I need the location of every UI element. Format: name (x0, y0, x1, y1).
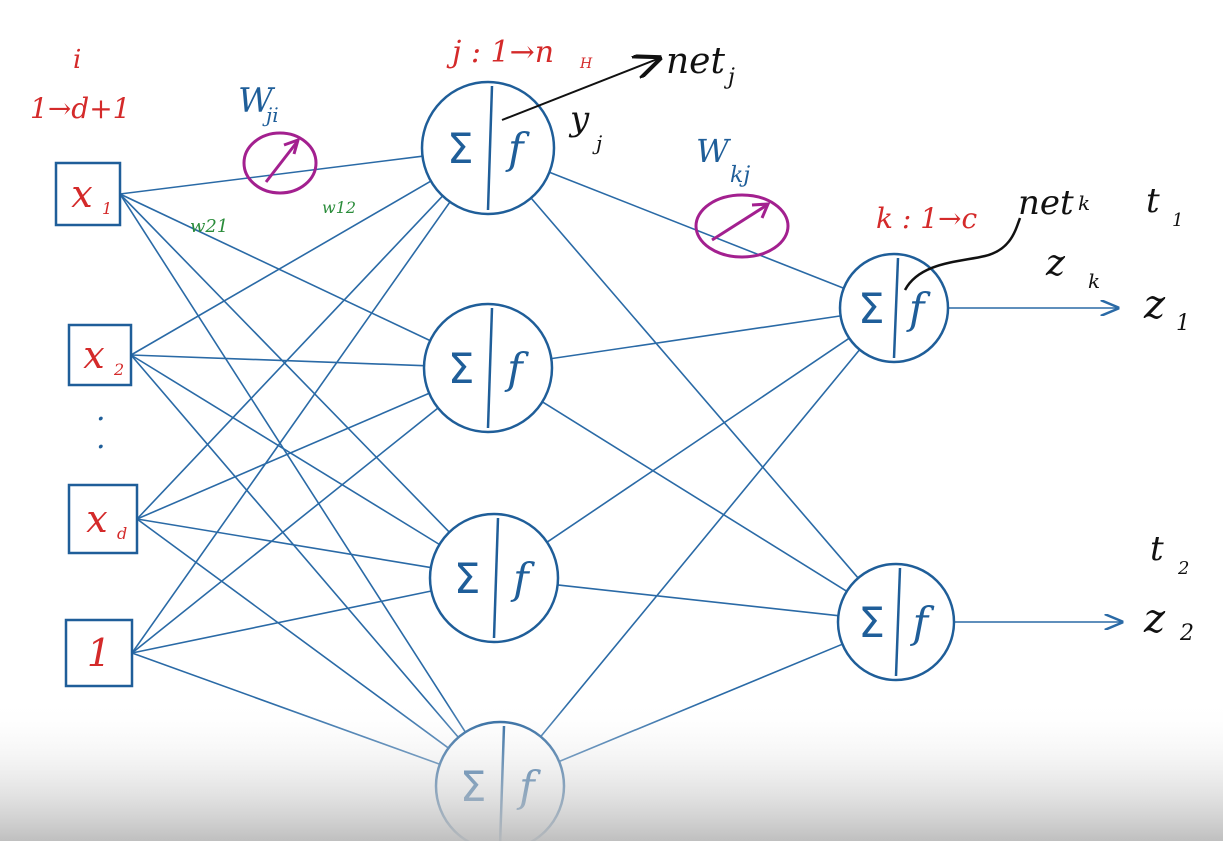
weight-wji-highlight (242, 131, 318, 195)
svg-text:t: t (1146, 181, 1160, 221)
edge-input-4-hidden-1 (131, 201, 451, 654)
svg-text:z: z (1143, 282, 1166, 328)
output-index-range: k : 1→c (876, 202, 977, 235)
input-node-label: x (86, 497, 107, 541)
svg-text:kj: kj (730, 163, 750, 188)
edge-input-4-hidden-3 (131, 590, 432, 654)
edge-hidden-1-output-2 (530, 197, 859, 579)
weight-w12-label: w12 (322, 198, 356, 217)
svg-text:2: 2 (1179, 621, 1194, 646)
svg-text:j : 1→n: j : 1→n (446, 35, 554, 70)
edge-hidden-3-output-2 (557, 584, 839, 617)
weight-wkj-label: W kj (696, 132, 750, 188)
z-k-label: z k (1045, 243, 1100, 293)
edge-hidden-4-output-1 (540, 349, 861, 738)
edge-hidden-3-output-1 (546, 337, 850, 543)
input-index-label: i (73, 45, 81, 75)
edge-input-3-hidden-1 (136, 195, 444, 520)
edge-input-2-hidden-3 (130, 354, 440, 546)
svg-text:j: j (592, 131, 602, 155)
svg-text:k: k (1078, 191, 1090, 215)
weight-wkj-highlight (694, 193, 790, 259)
sum-symbol: Σ (448, 344, 475, 393)
edge-input-3-hidden-2 (136, 392, 430, 520)
hidden-index-range: j : 1→n H (446, 35, 593, 72)
input-index-range: 1→d+1 (30, 92, 130, 125)
svg-text:W: W (238, 81, 276, 121)
weight-wji-label: W ji (238, 81, 279, 127)
sum-symbol: Σ (858, 284, 885, 333)
input-node-subscript: d (117, 524, 127, 543)
edge-input-4-hidden-2 (131, 407, 439, 654)
svg-text:1: 1 (1176, 311, 1190, 336)
svg-text:1: 1 (1172, 210, 1183, 231)
svg-text:y: y (568, 99, 590, 139)
svg-text:t: t (1150, 529, 1164, 569)
input-node-bias: 1 (64, 618, 134, 688)
edge-input-1-hidden-2 (119, 193, 431, 342)
input-node-label: x (71, 172, 92, 216)
svg-text:net: net (666, 41, 725, 82)
svg-text:H: H (579, 56, 593, 72)
sum-symbol: Σ (447, 124, 474, 173)
input-ellipsis: .. (96, 393, 106, 456)
input-node-subscript: 1 (102, 199, 112, 218)
svg-text:k: k (1088, 269, 1100, 293)
edge-input-2-hidden-4 (130, 354, 459, 738)
input-node-label: 1 (87, 631, 111, 675)
edge-hidden-2-output-1 (551, 315, 841, 360)
edge-hidden-2-output-2 (541, 401, 848, 593)
net-k-annotation: net k (903, 183, 1090, 291)
sum-symbol: Σ (858, 598, 885, 647)
input-node-label: x (83, 333, 104, 377)
svg-text:z: z (1143, 596, 1166, 642)
edge-input-2-hidden-2 (130, 354, 425, 367)
svg-text:z: z (1045, 243, 1066, 284)
sum-symbol: Σ (454, 554, 481, 603)
svg-text:2: 2 (1177, 558, 1189, 579)
target-t1-label: t 1 (1146, 181, 1183, 231)
output-z2-label: z 2 (1143, 596, 1194, 646)
edge-input-3-hidden-3 (136, 518, 431, 569)
output-arrows (948, 308, 1122, 622)
svg-text:net: net (1018, 183, 1074, 223)
weight-w21-label: w21 (190, 216, 228, 237)
edge-input-2-hidden-1 (130, 180, 432, 356)
edge-input-1-hidden-4 (119, 193, 467, 733)
y-j-label: y j (568, 99, 602, 155)
svg-text:W: W (696, 132, 732, 170)
connection-edges (119, 155, 861, 765)
bottom-shade-overlay (0, 700, 1223, 841)
input-node-subscript: 2 (113, 360, 124, 379)
target-t2-label: t 2 (1150, 529, 1189, 579)
svg-text:ji: ji (262, 103, 279, 127)
output-z1-label: z 1 (1143, 282, 1190, 336)
